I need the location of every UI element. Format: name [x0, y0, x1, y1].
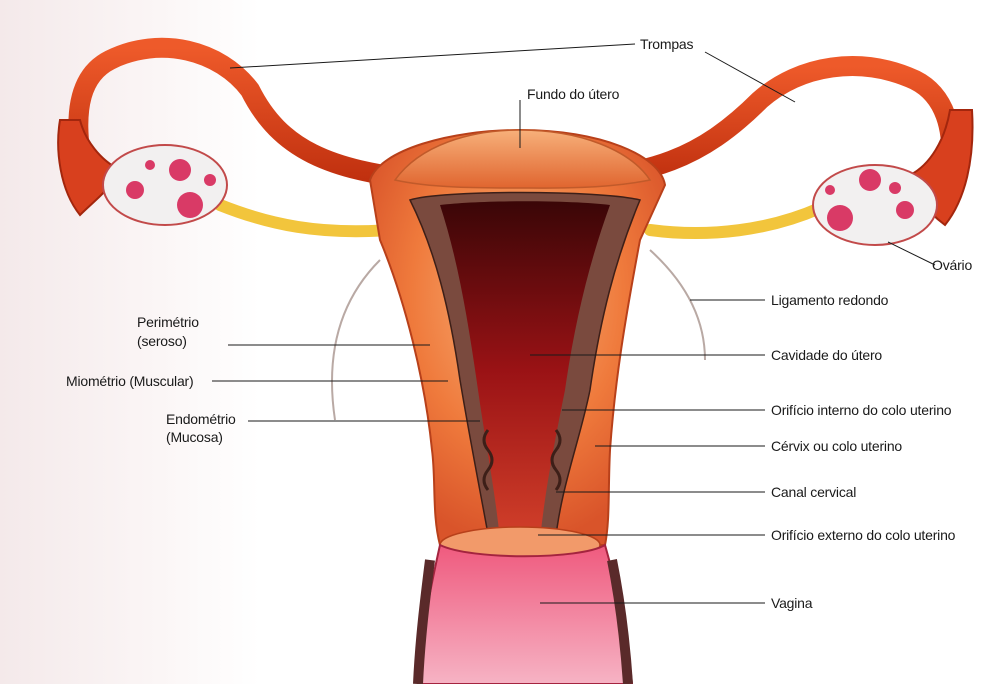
label-endometrio: Endométrio — [166, 411, 236, 427]
ovary-right — [813, 165, 937, 245]
uterus-fundus — [395, 130, 650, 188]
round-ligament-left — [332, 260, 380, 420]
label-cervix: Cérvix ou colo uterino — [771, 438, 902, 454]
ovarian-ligament-left — [220, 205, 390, 231]
label-canal-cervical: Canal cervical — [771, 484, 856, 500]
ovary-left — [103, 145, 227, 225]
ovarian-ligament-right — [650, 208, 820, 233]
round-ligament-right — [650, 250, 705, 360]
leader-ovario — [888, 242, 935, 265]
leader-trompas-left — [230, 44, 635, 68]
label-fundo-do-utero: Fundo do útero — [527, 86, 619, 102]
label-perimetrio-sub: (seroso) — [137, 333, 187, 349]
label-orificio-interno: Orifício interno do colo uterino — [771, 402, 951, 418]
label-ovario: Ovário — [932, 257, 972, 273]
label-ligamento-redondo: Ligamento redondo — [771, 292, 888, 308]
label-cavidade-do-utero: Cavidade do útero — [771, 347, 882, 363]
vagina — [418, 545, 632, 684]
label-orificio-externo: Orifício externo do colo uterino — [771, 527, 955, 543]
label-trompas: Trompas — [640, 36, 693, 52]
label-vagina: Vagina — [771, 595, 812, 611]
label-miometrio: Miométrio (Muscular) — [66, 373, 193, 389]
label-perimetrio: Perimétrio — [137, 314, 199, 330]
label-endometrio-sub: (Mucosa) — [166, 429, 223, 445]
